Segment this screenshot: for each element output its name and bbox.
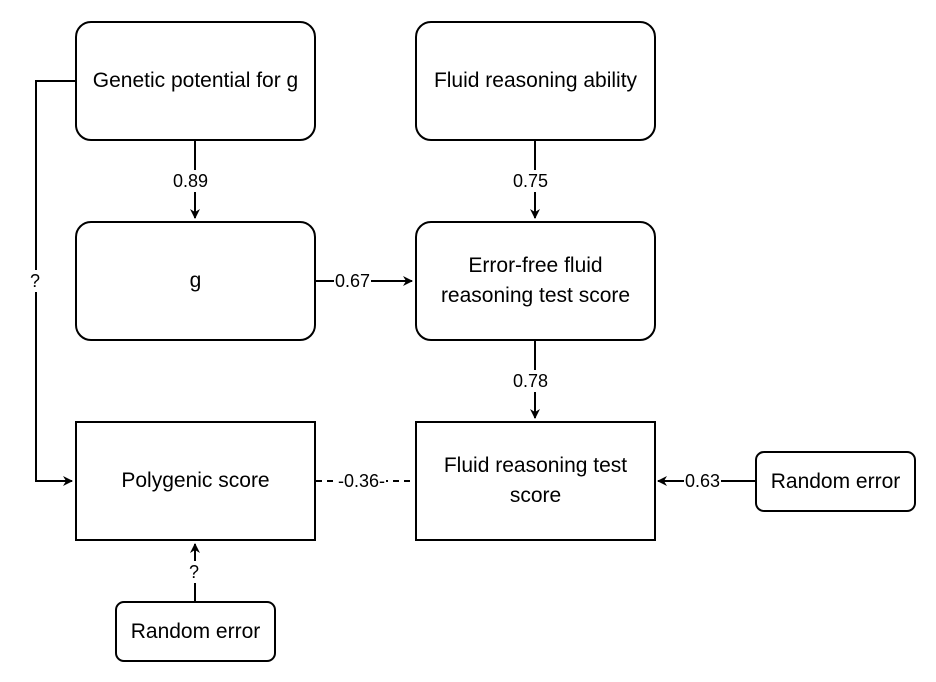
- edge-label-g-to-error-free: 0.67: [334, 270, 372, 292]
- edge-label-random-error-to-polygenic: ?: [188, 561, 201, 583]
- node-error-free-score-label: Error-free fluid reasoning test score: [440, 254, 631, 307]
- node-fluid-reasoning-ability: Fluid reasoning ability: [415, 21, 656, 141]
- node-genetic-potential: Genetic potential for g: [75, 21, 316, 141]
- node-random-error-bottom-label: Random error: [130, 619, 261, 643]
- edge-label-random-error-to-test: 0.63: [684, 470, 722, 492]
- node-fluid-reasoning-ability-label: Fluid reasoning ability: [433, 69, 638, 92]
- edge-label-genetic-to-g: 0.89: [172, 170, 210, 192]
- edge-genetic-to-polygenic: [35, 80, 75, 486]
- edge-label-polygenic-test-correlation: -0.36-: [337, 470, 387, 492]
- node-random-error-right: Random error: [755, 451, 916, 512]
- node-g: g: [75, 221, 316, 341]
- node-polygenic-score: Polygenic score: [75, 421, 316, 541]
- node-random-error-bottom: Random error: [115, 601, 276, 662]
- edge-label-genetic-to-polygenic: ?: [29, 270, 42, 292]
- node-fluid-reasoning-test-score: Fluid reasoning test score: [415, 421, 656, 541]
- node-polygenic-score-label: Polygenic score: [121, 469, 270, 492]
- node-random-error-right-label: Random error: [770, 469, 901, 493]
- node-genetic-potential-label: Genetic potential for g: [92, 69, 299, 92]
- edge-label-error-free-to-test: 0.78: [512, 370, 550, 392]
- node-fluid-reasoning-test-score-label: Fluid reasoning test score: [443, 454, 628, 507]
- node-g-label: g: [189, 269, 202, 292]
- edge-label-ability-to-error-free: 0.75: [512, 170, 550, 192]
- node-error-free-score: Error-free fluid reasoning test score: [415, 221, 656, 341]
